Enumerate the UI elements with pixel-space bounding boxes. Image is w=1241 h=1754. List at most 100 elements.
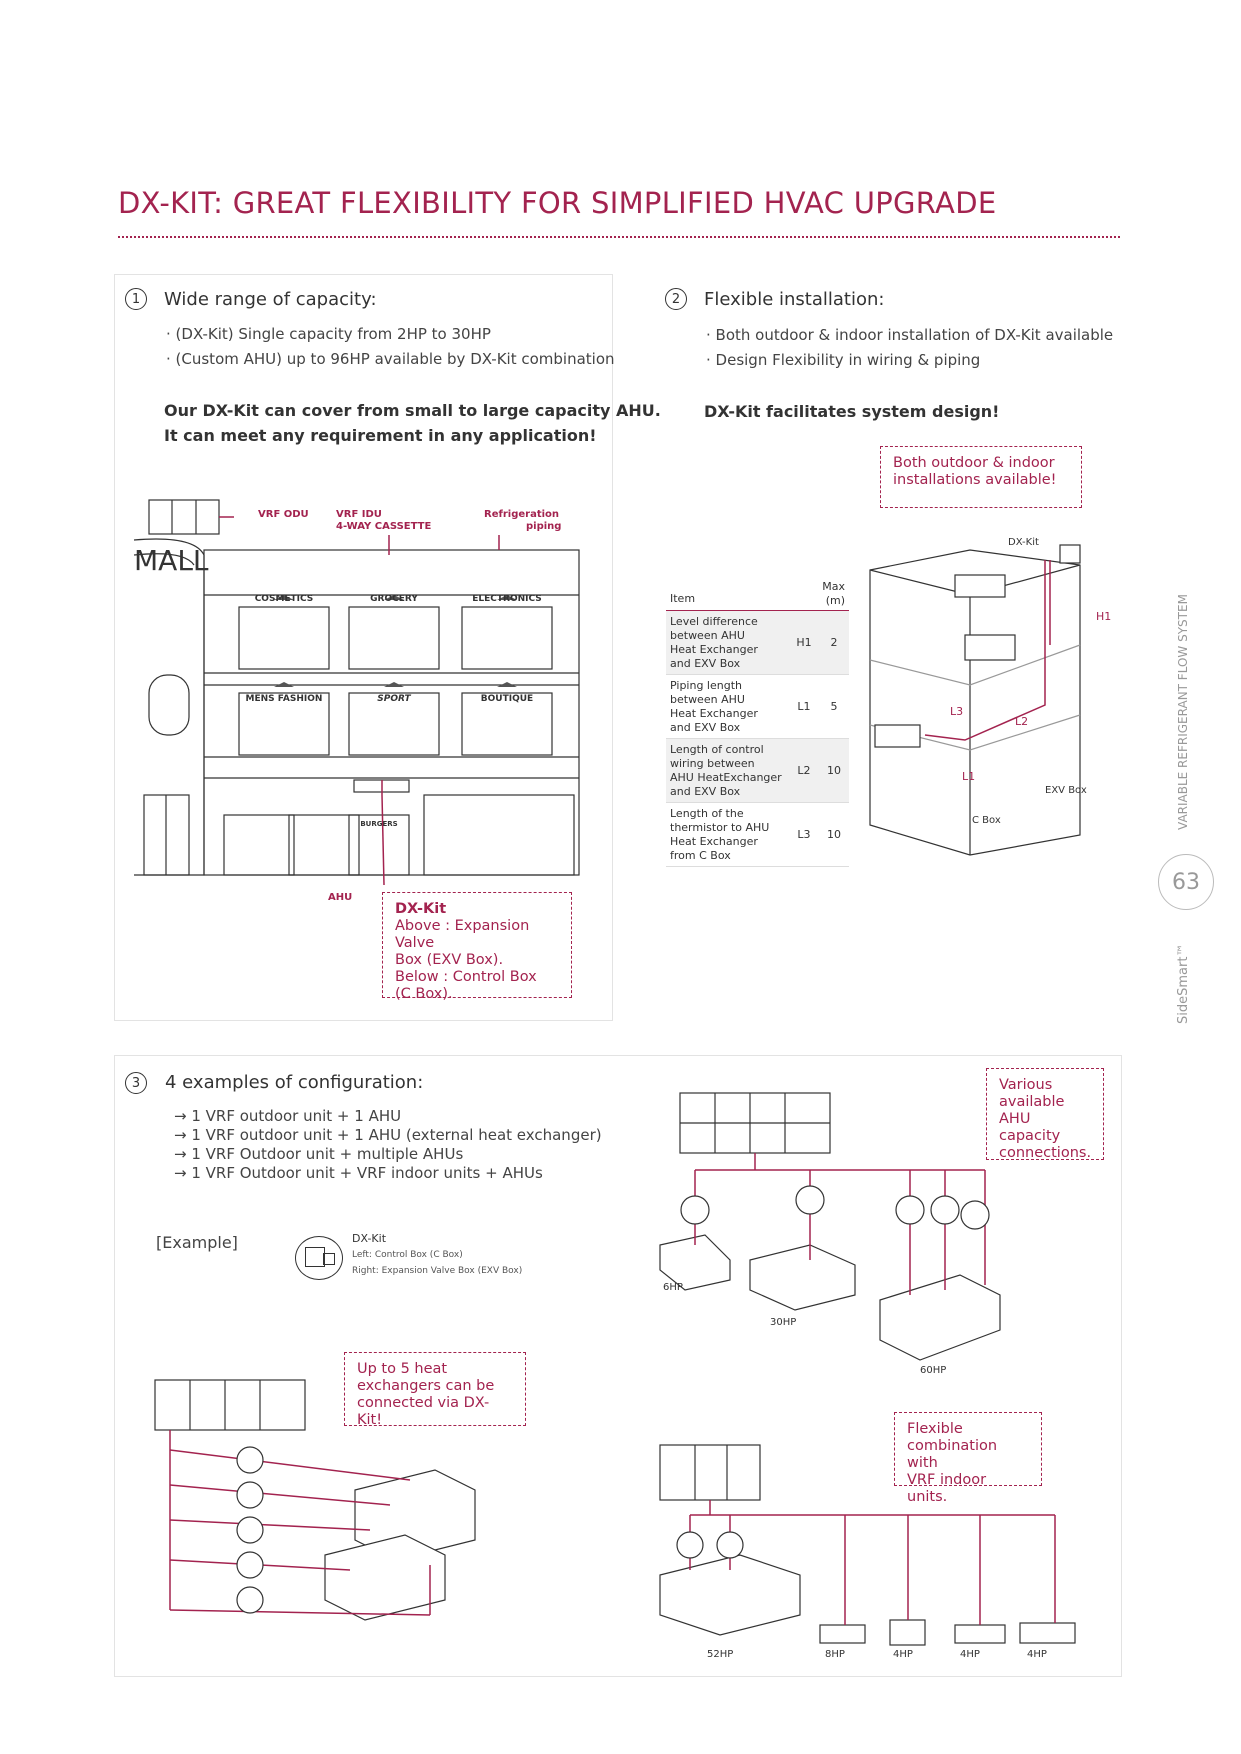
config-item: → 1 VRF Outdoor unit + multiple AHUs [174,1145,464,1163]
row-item-line: thermistor to AHU [670,820,770,834]
section2-heading: Flexible installation: [704,289,885,310]
sidebar-brand: SideSmart™ [1176,943,1191,1024]
bullet: · (DX-Kit) Single capacity from 2HP to 3… [166,325,491,343]
config-item: → 1 VRF outdoor unit + 1 AHU (external h… [174,1126,602,1144]
section1-number: 1 [125,288,147,310]
cap-4hp-c: 4HP [1027,1649,1047,1660]
label-vrf-odu: VRF ODU [258,509,309,520]
diagram-dxkit: DX-Kit [1008,537,1039,548]
label-vrf-idu: VRF IDU [336,509,382,520]
cap-30hp: 30HP [770,1317,796,1328]
callout-line: Box (EXV Box). [395,952,504,968]
callout-line: (C Box). [395,986,453,1002]
diagram-exv: EXV Box [1045,785,1087,796]
shop-electronics: ELECTRONICS [472,594,542,604]
callout-line: combination with [907,1438,998,1471]
row-item-line: wiring between [670,756,755,770]
upto-callout: Up to 5 heat exchangers can be connected… [344,1352,526,1428]
callout-line: Both outdoor & indoor [893,455,1055,471]
callout-line: AHU capacity [999,1111,1061,1144]
row-item-line: AHU HeatExchanger [670,770,782,784]
row-item-line: and EXV Box [670,784,741,798]
row-max: 2 [830,636,838,649]
config-item: → 1 VRF outdoor unit + 1 AHU [174,1107,402,1125]
row-code: L1 [797,700,811,713]
various-callout: Various available AHU capacity connectio… [986,1068,1104,1161]
dxkit-callout: DX-Kit Above : Expansion Valve Box (EXV … [382,892,572,1002]
section3-number: 3 [125,1072,147,1094]
flex-callout: Flexible combination with VRF indoor uni… [894,1412,1042,1505]
dxkit-legend-icon [295,1236,343,1280]
section1-heading: Wide range of capacity: [164,289,377,310]
section2-bullets: · Both outdoor & indoor installation of … [706,323,1113,373]
row-max: 10 [827,828,841,841]
bullet: · Design Flexibility in wiring & piping [706,351,981,369]
title-divider [118,236,1120,238]
diagram-l2: L2 [1015,715,1028,728]
section2-bold: DX-Kit facilitates system design! [704,402,1000,421]
bullet: · Both outdoor & indoor installation of … [706,326,1114,344]
row-item-line: Level difference [670,614,758,628]
legend-left: Left: Control Box (C Box) [352,1250,463,1260]
installation-diagram: DX-Kit H1 L3 L2 L1 EXV Box C Box [869,537,1111,856]
shop-burgers: BURGERS [360,820,397,828]
config-multi-ahu: 6HP 30HP 60HP [659,1092,1001,1376]
callout-line: exchangers can be [357,1378,495,1394]
row-item-line: between AHU [670,692,745,706]
config-mixed-idu: 52HP 8HP 4HP 4HP 4HP [659,1444,1076,1660]
bullet: · (Custom AHU) up to 96HP available by D… [166,350,615,368]
section1-bold: Our DX-Kit can cover from small to large… [164,398,661,448]
row-item-line: Heat Exchanger [670,834,758,848]
label-refrigeration: Refrigeration [484,509,560,520]
section1-bullets: · (DX-Kit) Single capacity from 2HP to 3… [166,322,615,372]
callout-line: connected via DX-Kit! [357,1395,490,1428]
sidebar-text: VARIABLE REFRIGERANT FLOW SYSTEM [1176,594,1190,830]
mall-sign: MALL [134,544,209,577]
callout-line: Various [999,1077,1053,1093]
callout-line: installations available! [893,472,1057,488]
shop-sport: SPORT [377,694,411,704]
callout-title: DX-Kit [395,901,447,917]
section1-panel [114,274,613,1021]
diagram-l1: L1 [962,770,975,783]
callout-line: Up to 5 heat [357,1361,448,1377]
row-item-line: Piping length [670,678,742,692]
row-code: L3 [797,828,811,841]
cap-60hp: 60HP [920,1365,946,1376]
row-item-line: between AHU [670,628,745,642]
callout-line: Below : Control Box [395,969,537,985]
mall-illustration: COSMETICS GROCERY ELECTRONICS MENS FASHI… [133,499,580,886]
callout-line: available [999,1094,1065,1110]
label-ahu: AHU [328,892,353,903]
row-max: 10 [827,764,841,777]
row-item-line: Length of the [670,806,744,820]
callout-line: Above : Expansion Valve [395,918,530,951]
row-item-line: and EXV Box [670,720,741,734]
shop-cosmetics: COSMETICS [255,594,314,604]
table-header-unit: (m) [825,594,845,607]
diagram-h1: H1 [1096,610,1111,623]
shop-grocery: GROCERY [370,594,418,604]
bold-line: Our DX-Kit can cover from small to large… [164,401,661,420]
legend-title: DX-Kit [352,1232,387,1245]
row-item-line: Length of control [670,742,764,756]
diagram-cbox: C Box [972,815,1001,826]
cap-4hp-b: 4HP [960,1649,980,1660]
label-4way-cassette: 4-WAY CASSETTE [336,521,432,532]
cap-52hp: 52HP [707,1649,733,1660]
row-item-line: from C Box [670,848,731,862]
row-item-line: and EXV Box [670,656,741,670]
cap-6hp: 6HP [663,1282,683,1293]
shop-boutique: BOUTIQUE [481,694,533,704]
label-piping: piping [526,521,562,532]
install-callout: Both outdoor & indoor installations avai… [880,446,1082,508]
callout-line: connections. [999,1145,1092,1161]
config-item: → 1 VRF Outdoor unit + VRF indoor units … [174,1164,543,1182]
